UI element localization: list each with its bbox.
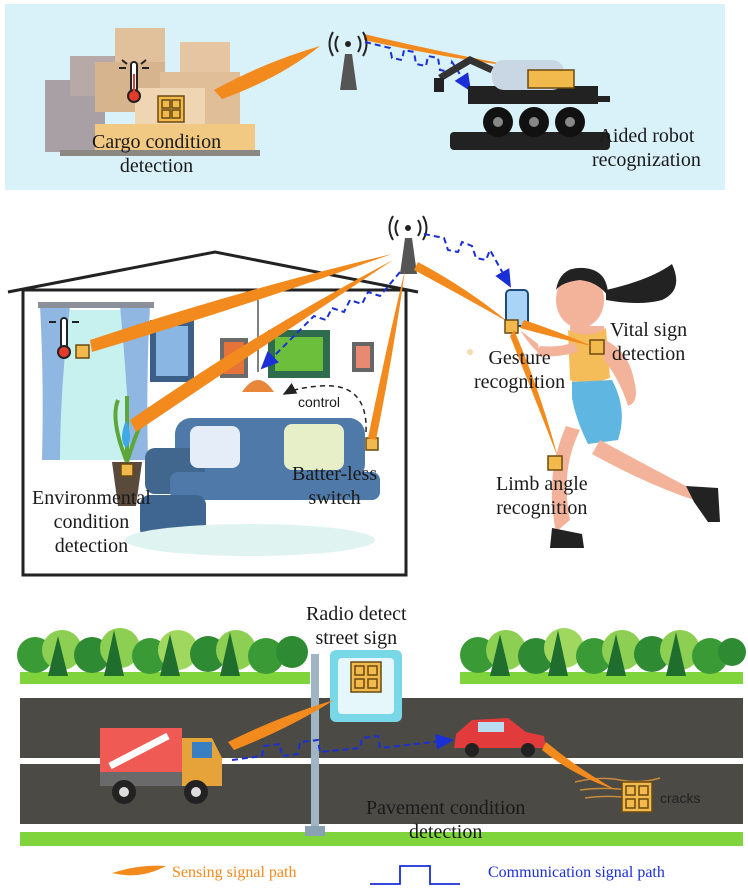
pavement-cracks — [574, 777, 661, 813]
antenna-icon-home — [388, 215, 428, 274]
label-limb: Limb angle recognition — [496, 472, 588, 520]
label-robot-line1: Aided robot — [598, 125, 695, 147]
label-aided-robot: Aided robot recognization — [592, 124, 701, 172]
car-icon — [454, 718, 546, 757]
street-sign-icon — [305, 650, 402, 836]
sensor-tag-cargo — [157, 95, 185, 123]
tree-row-right — [460, 628, 746, 684]
road-divider — [20, 758, 743, 764]
label-gesture: Gesture recognition — [474, 346, 565, 394]
label-vital: Vital sign detection — [610, 318, 687, 366]
thermometer-icon-home — [49, 317, 79, 359]
tree-row-left — [17, 628, 310, 684]
legend-sensing-swatch — [112, 865, 166, 876]
sensing-beam-gesture — [414, 262, 508, 322]
legend-communication-swatch — [370, 865, 460, 885]
label-gesture-line2: recognition — [474, 371, 566, 393]
label-pavement-line1: Pavement condition — [366, 797, 526, 819]
sensing-beam-sign — [228, 700, 334, 750]
pendant-lamp — [242, 380, 274, 392]
sensing-beam-vital — [520, 320, 592, 346]
label-sign-line2: street sign — [315, 627, 398, 649]
antenna-icon-top — [328, 31, 368, 90]
sensing-beam-thermo — [90, 254, 392, 352]
label-cargo-line1: Cargo condition — [92, 131, 222, 153]
label-control: control — [298, 394, 341, 410]
label-pavement-line2: detection — [409, 821, 483, 843]
label-limb-line1: Limb angle — [496, 473, 588, 495]
communication-path-road — [231, 733, 454, 761]
label-switch: Batter-less switch — [292, 462, 377, 510]
label-pavement: Pavement condition detection — [366, 796, 525, 844]
label-cracks: cracks — [660, 790, 701, 806]
label-cargo-condition: Cargo condition detection — [92, 130, 221, 178]
label-vital-line2: detection — [611, 343, 686, 365]
label-env-line1: Environmental — [32, 487, 151, 509]
label-vital-line1: Vital sign — [610, 319, 688, 341]
legend — [112, 865, 460, 885]
label-street-sign: Radio detect street sign — [306, 602, 407, 650]
sensing-beam-car — [542, 742, 616, 790]
sensing-beam-plant — [130, 260, 393, 432]
label-limb-line2: recognition — [496, 497, 588, 519]
communication-path-top — [364, 41, 472, 92]
thermometer-icon — [119, 59, 149, 103]
sensor-tag-home — [75, 344, 90, 359]
label-env-line2: condition — [53, 511, 130, 533]
panel-road — [17, 628, 746, 846]
sensor-tag-switch — [365, 437, 379, 451]
label-environmental: Environmental condition detection — [32, 486, 151, 558]
sensing-beam-limb — [510, 330, 558, 458]
label-cargo-line2: detection — [119, 155, 194, 177]
legend-communication-label: Communication signal path — [488, 864, 665, 881]
robot-icon — [434, 56, 610, 150]
label-env-line3: detection — [54, 535, 129, 557]
control-arrow — [282, 382, 367, 433]
sensing-beam-switch — [368, 270, 405, 440]
panel-top — [5, 4, 725, 190]
label-sign-line1: Radio detect — [306, 603, 407, 625]
panel-home — [7, 215, 511, 577]
label-switch-line2: switch — [308, 487, 361, 509]
communication-path-phone — [423, 233, 511, 288]
label-gesture-line1: Gesture — [488, 347, 551, 369]
truck-icon — [100, 728, 222, 804]
legend-sensing-label: Sensing signal path — [172, 864, 297, 881]
label-robot-line2: recognization — [592, 149, 701, 171]
communication-path-lamp — [260, 271, 401, 370]
house-roof — [7, 250, 419, 294]
sensing-beam-cargo — [214, 46, 320, 99]
sofa — [140, 418, 380, 539]
label-switch-line1: Batter-less — [292, 463, 378, 485]
